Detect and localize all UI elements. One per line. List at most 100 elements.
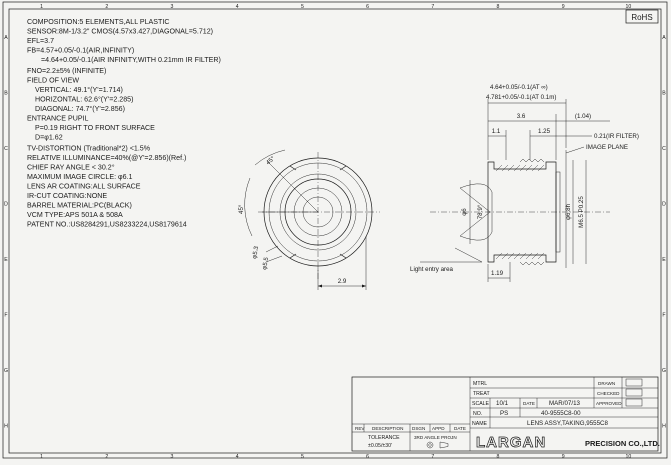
row-label-B: B bbox=[662, 90, 666, 96]
tb-projection: 3RD ANGLE PROJN bbox=[414, 435, 457, 440]
label-image-plane: IMAGE PLANE bbox=[586, 144, 628, 151]
dim-fb-near: 4.781+0.05/-0.1(AT 0.1m) bbox=[486, 94, 556, 101]
row-label-E: E bbox=[4, 257, 8, 263]
row-label-A: A bbox=[662, 35, 666, 41]
col-label-3: 3 bbox=[171, 4, 174, 10]
col-label-7: 7 bbox=[431, 454, 434, 460]
spec-line: FIELD OF VIEW bbox=[27, 76, 79, 84]
col-label-7: 7 bbox=[431, 4, 434, 10]
tb-appd: APPD bbox=[432, 426, 445, 431]
dim-thread: M6.5 P0.25 bbox=[578, 196, 585, 228]
tb-approved: APPROVED bbox=[596, 401, 622, 406]
dim-3.6: 3.6 bbox=[517, 113, 526, 120]
tb-rev: REV bbox=[355, 426, 365, 431]
angle-dim-left: 45° bbox=[238, 204, 245, 214]
row-label-G: G bbox=[662, 368, 666, 374]
spec-line: D=φ1.62 bbox=[35, 134, 63, 142]
row-label-G: G bbox=[4, 368, 8, 374]
spec-line: COMPOSITION:5 ELEMENTS,ALL PLASTIC bbox=[27, 18, 169, 26]
spec-line: DIAGONAL: 74.7°(Y'=2.856) bbox=[35, 105, 125, 113]
company-logo: LARGAN bbox=[476, 434, 546, 451]
tb-tolerance: TOLERANCE bbox=[368, 435, 400, 441]
col-label-1: 1 bbox=[40, 454, 43, 460]
col-label-2: 2 bbox=[105, 454, 108, 460]
spec-line: IR-CUT COATING:NONE bbox=[27, 192, 107, 200]
spec-line: FNO=2.2±5% (INFINITE) bbox=[27, 67, 106, 75]
tb-scale-label: SCALE bbox=[472, 401, 490, 407]
company-name: PRECISION CO.,LTD. bbox=[585, 439, 660, 448]
front-view: 45° 45° φ5.3 φ5.5 2.9 bbox=[238, 149, 380, 290]
column-labels-bottom: 1 2 3 4 5 6 7 8 9 10 bbox=[40, 454, 631, 460]
projection-symbol bbox=[426, 441, 434, 449]
col-label-2: 2 bbox=[105, 4, 108, 10]
col-label-10: 10 bbox=[626, 4, 632, 10]
tb-treat-label: TREAT bbox=[473, 391, 490, 397]
approved-stamp bbox=[625, 398, 643, 407]
drawn-stamp bbox=[625, 378, 643, 387]
row-label-C: C bbox=[662, 146, 666, 152]
spec-line: CHIEF RAY ANGLE < 30.2° bbox=[27, 163, 115, 171]
row-label-H: H bbox=[662, 423, 666, 429]
dim-fb-infinity: 4.64+0.05/-0.1(AT ∞) bbox=[490, 84, 548, 91]
dim-fov: 78.9° bbox=[477, 204, 484, 219]
spec-line: EFL=3.7 bbox=[27, 37, 54, 45]
spec-line: =4.64+0.05/-0.1(AIR INFINITY,WITH 0.21mm… bbox=[41, 56, 221, 64]
spec-line: PATENT NO.:US8284291,US8233224,US8179614 bbox=[27, 221, 187, 229]
spec-line: VERTICAL: 49.1°(Y'=1.714) bbox=[35, 86, 123, 94]
col-label-6: 6 bbox=[366, 454, 369, 460]
dim-1.25: 1.25 bbox=[538, 128, 551, 135]
tb-no: PS bbox=[500, 410, 508, 417]
col-label-1: 1 bbox=[40, 4, 43, 10]
tb-description: DESCRIPTION bbox=[372, 426, 403, 431]
tb-date-label: DATE bbox=[523, 401, 535, 406]
col-label-8: 8 bbox=[497, 454, 500, 460]
side-view: φ6 78.9° φ6.8h M6.5 P0.25 4.64+0.05/-0.1… bbox=[410, 84, 639, 282]
rohs-label: RoHS bbox=[631, 13, 652, 22]
angle-dim-top: 45° bbox=[265, 155, 277, 167]
row-label-D: D bbox=[4, 201, 8, 207]
dim-dia6: φ6 bbox=[461, 208, 468, 216]
spec-line: MAXIMUM IMAGE CIRCLE: φ6.1 bbox=[27, 173, 133, 181]
dim-1.1: 1.1 bbox=[492, 128, 501, 135]
col-label-5: 5 bbox=[301, 4, 304, 10]
spec-line: RELATIVE ILLUMINANCE=40%(@Y'=2.856)(Ref.… bbox=[27, 154, 186, 162]
spec-line: VCM TYPE:APS 501A & 508A bbox=[27, 211, 123, 219]
dim-filter: 0.21(IR FILTER) bbox=[594, 133, 639, 140]
col-label-4: 4 bbox=[236, 4, 239, 10]
row-label-H: H bbox=[4, 423, 8, 429]
dim-1.19: 1.19 bbox=[491, 270, 504, 277]
row-label-A: A bbox=[4, 35, 8, 41]
checked-stamp bbox=[625, 388, 643, 397]
tb-scale: 10/1 bbox=[496, 400, 509, 407]
rohs-box bbox=[625, 9, 659, 24]
spec-line: HORIZONTAL: 62.6°(Y'=2.285) bbox=[35, 95, 133, 103]
tb-tol-value: ±0.05/±30' bbox=[368, 443, 392, 449]
spec-line: P=0.19 RIGHT TO FRONT SURFACE bbox=[35, 124, 155, 132]
row-label-C: C bbox=[4, 146, 8, 152]
col-label-5: 5 bbox=[301, 454, 304, 460]
col-label-9: 9 bbox=[562, 454, 565, 460]
col-label-4: 4 bbox=[236, 454, 239, 460]
col-label-9: 9 bbox=[562, 4, 565, 10]
col-label-3: 3 bbox=[171, 454, 174, 460]
tb-dsgn: DSGN bbox=[412, 426, 425, 431]
row-label-B: B bbox=[4, 90, 8, 96]
tb-mtrl-label: MTRL bbox=[473, 381, 487, 387]
spec-line: ENTRANCE PUPIL bbox=[27, 115, 89, 123]
col-label-10: 10 bbox=[626, 454, 632, 460]
tb-name: LENS ASSY,TAKING,9555C8 bbox=[527, 420, 608, 427]
tb-drawing-no: 40-9555C8-00 bbox=[541, 410, 581, 417]
dim-2.9: 2.9 bbox=[338, 278, 347, 285]
dia-dim-5.3: φ5.3 bbox=[251, 245, 260, 259]
outer-frame bbox=[2, 1, 668, 459]
tb-checked: CHECKED bbox=[597, 391, 620, 396]
inner-frame bbox=[8, 8, 662, 454]
row-label-E: E bbox=[662, 257, 666, 263]
spec-line: FB=4.57+0.05/-0.1(AIR,INFINITY) bbox=[27, 47, 134, 55]
title-block: MTRL TREAT SCALE 10/1 DATE MAR/07/13 NO.… bbox=[351, 376, 660, 452]
col-label-6: 6 bbox=[366, 4, 369, 10]
spec-line: TV-DISTORTION (Traditional*2) <1.5% bbox=[27, 144, 151, 152]
